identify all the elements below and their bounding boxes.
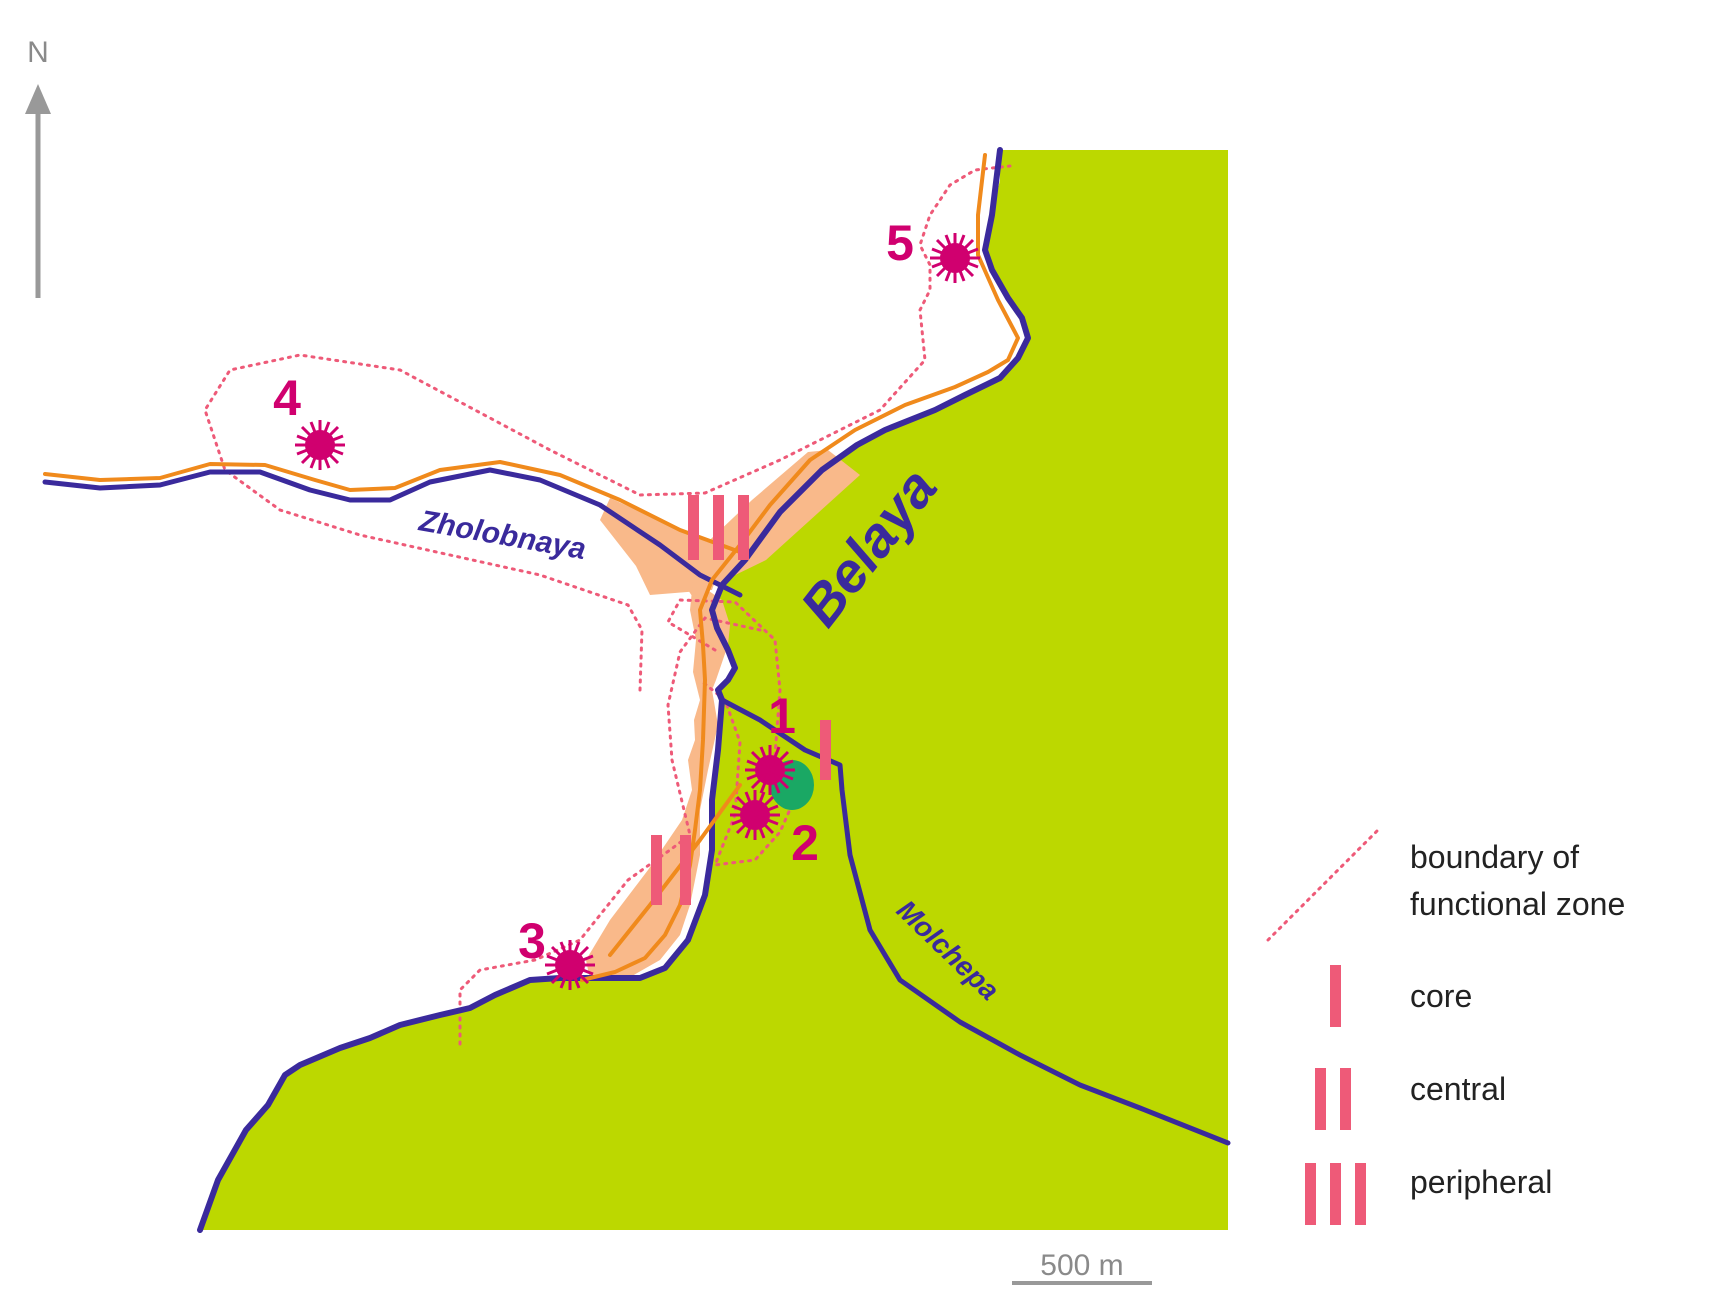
legend: boundary of functional zone core central… (1266, 828, 1625, 1225)
zone-mark-central (651, 835, 691, 905)
north-label: N (27, 36, 49, 69)
site-number-4: 4 (273, 370, 301, 426)
rivers (42, 147, 1231, 1233)
river-zholobnaya (42, 467, 743, 598)
legend-peripheral-label: peripheral (1410, 1164, 1552, 1200)
site-number-2: 2 (791, 815, 819, 871)
legend-peripheral-swatch (1305, 1163, 1366, 1225)
legend-central-label: central (1410, 1071, 1506, 1107)
legend-boundary-swatch (1266, 828, 1380, 942)
river-belaya (197, 147, 1031, 1233)
site-number-1: 1 (768, 688, 796, 744)
site-5-starburst-icon (928, 231, 982, 285)
river-molchepa (719, 697, 1231, 1146)
north-arrow-icon (25, 84, 51, 298)
road-south (608, 783, 742, 957)
site-2-starburst-icon (728, 788, 782, 842)
site-3-starburst-icon (543, 938, 597, 992)
river-label-zholobnaya: Zholobnaya (416, 504, 589, 566)
zone-mark-core (820, 720, 831, 780)
site-number-3: 3 (518, 913, 546, 969)
scale-label: 500 m (1040, 1249, 1123, 1282)
legend-core-label: core (1410, 978, 1472, 1014)
legend-core-swatch (1330, 965, 1341, 1027)
road-west (43, 460, 742, 554)
terrain-area (200, 150, 1228, 1230)
legend-boundary-line1: boundary of (1410, 839, 1579, 875)
zone-mark-peripheral (688, 495, 749, 560)
legend-central-swatch (1315, 1068, 1351, 1130)
boundary-zone-4 (203, 164, 1012, 692)
site-1-starburst-icon (743, 743, 797, 797)
site-4-starburst-icon (293, 418, 347, 472)
legend-boundary-line2: functional zone (1410, 886, 1625, 922)
site-number-5: 5 (886, 215, 914, 271)
boundary-zone-2 (458, 616, 762, 1052)
